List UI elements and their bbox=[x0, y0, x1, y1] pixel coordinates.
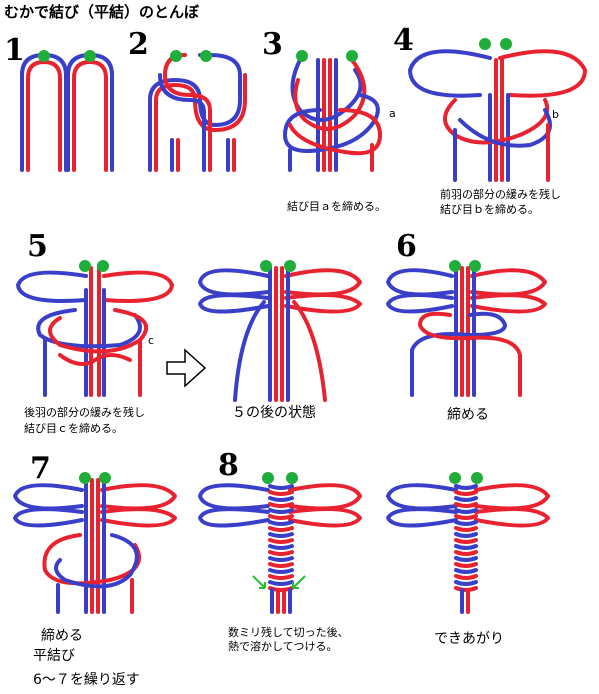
step-3-caption: 結び目ａを締める。 bbox=[287, 199, 386, 213]
braid-segment bbox=[454, 514, 478, 520]
step-5: 5 c 後羽の部分の緩みを残し 結び目ｃを締める。 bbox=[16, 229, 174, 435]
knot-marker-a: a bbox=[389, 107, 396, 120]
step-8-caption-line2: 熱で溶かしてつける。 bbox=[228, 639, 337, 653]
braid-segment bbox=[454, 520, 478, 526]
diagram-title: むかで結び（平結）のとんぼ bbox=[4, 3, 200, 21]
head-bead bbox=[346, 50, 358, 62]
step-5-number: 5 bbox=[27, 229, 48, 264]
step-5-caption-line1: 後羽の部分の緩みを残し bbox=[24, 405, 145, 419]
braid-segment bbox=[454, 490, 478, 496]
step-4: 4 b 前羽の部分の緩みを残し 結び目ｂを締める。 bbox=[393, 23, 587, 216]
step-3: 3 a 結び目ａを締める。 bbox=[262, 27, 396, 213]
step-7-caption-line2: 平結び bbox=[33, 648, 75, 664]
head-bead bbox=[262, 472, 274, 484]
head-bead bbox=[449, 260, 461, 272]
head-bead bbox=[99, 472, 111, 484]
knot-marker-b: b bbox=[552, 108, 559, 121]
braid-segment bbox=[454, 508, 478, 514]
step-6-caption: 締める bbox=[447, 406, 489, 423]
braid-segment bbox=[268, 496, 294, 502]
step-2: 2 bbox=[128, 27, 247, 172]
braid-segment bbox=[454, 586, 478, 592]
braid-segment bbox=[454, 556, 478, 562]
head-bead bbox=[479, 38, 491, 50]
braid-segment bbox=[454, 574, 478, 580]
head-bead bbox=[449, 472, 461, 484]
knot-marker-c: c bbox=[148, 334, 154, 347]
head-bead bbox=[260, 260, 272, 272]
braided-body bbox=[268, 484, 294, 592]
step-5-after: ５の後の状態 bbox=[198, 260, 362, 421]
head-bead bbox=[79, 260, 91, 272]
step-8-number: 8 bbox=[218, 448, 239, 483]
braid-segment bbox=[268, 502, 294, 508]
head-bead bbox=[284, 260, 296, 272]
braid-segment bbox=[454, 562, 478, 568]
braid-segment bbox=[268, 532, 294, 538]
step-4-caption-line1: 前羽の部分の緩みを残し bbox=[440, 187, 561, 201]
step-1-number: 1 bbox=[4, 33, 25, 68]
step-6-number: 6 bbox=[396, 229, 417, 264]
braid-segment bbox=[268, 526, 294, 532]
braid-segment bbox=[268, 580, 294, 586]
head-bead bbox=[296, 50, 308, 62]
braid-segment bbox=[268, 514, 294, 520]
step-4-caption-line2: 結び目ｂを締める。 bbox=[440, 202, 539, 216]
step-5-after-caption: ５の後の状態 bbox=[232, 405, 316, 421]
step-6: 6 締める bbox=[386, 229, 547, 423]
braid-segment bbox=[454, 484, 478, 490]
head-bead bbox=[79, 472, 91, 484]
braid-segment bbox=[268, 544, 294, 550]
head-bead bbox=[84, 50, 96, 62]
cut-point-arrow-icon bbox=[292, 575, 306, 589]
braid-segment bbox=[454, 538, 478, 544]
head-bead bbox=[469, 260, 481, 272]
braid-segment bbox=[268, 508, 294, 514]
step-7-caption-line1: 締める bbox=[41, 627, 83, 644]
head-bead bbox=[286, 472, 298, 484]
step-5-caption-line2: 結び目ｃを締める。 bbox=[24, 421, 123, 435]
braid-segment bbox=[454, 496, 478, 502]
braid-segment bbox=[268, 520, 294, 526]
braid-segment bbox=[454, 526, 478, 532]
step-7-number: 7 bbox=[30, 451, 51, 486]
braid-segment bbox=[454, 532, 478, 538]
braid-segment bbox=[268, 538, 294, 544]
cut-point-arrow-icon bbox=[252, 575, 266, 589]
braid-segment bbox=[268, 562, 294, 568]
braid-segment bbox=[268, 574, 294, 580]
next-step-arrow-icon bbox=[166, 348, 207, 388]
finished-body bbox=[454, 484, 478, 592]
braid-segment bbox=[454, 550, 478, 556]
head-bead bbox=[97, 260, 109, 272]
step-complete: できあがり bbox=[386, 472, 550, 647]
braid-segment bbox=[268, 556, 294, 562]
braid-segment bbox=[268, 568, 294, 574]
braid-segment bbox=[454, 502, 478, 508]
head-bead bbox=[200, 50, 212, 62]
step-7-caption-line3: 6～７を繰り返す bbox=[33, 672, 140, 688]
step-3-number: 3 bbox=[262, 27, 283, 62]
step-8: 8 数ミリ残して切った後、 熱で溶かしてつける。 bbox=[198, 448, 362, 653]
step-4-number: 4 bbox=[393, 23, 414, 58]
step-8-caption-line1: 数ミリ残して切った後、 bbox=[228, 625, 349, 639]
step-complete-caption: できあがり bbox=[434, 631, 504, 647]
step-1: 1 bbox=[4, 33, 114, 172]
head-bead bbox=[471, 472, 483, 484]
braid-segment bbox=[268, 490, 294, 496]
head-bead bbox=[500, 38, 512, 50]
braid-segment bbox=[454, 568, 478, 574]
braid-segment bbox=[454, 544, 478, 550]
step-7: 7 締める 平結び 6～７を繰り返す bbox=[13, 451, 177, 688]
head-bead bbox=[170, 50, 182, 62]
head-bead bbox=[38, 50, 50, 62]
braid-segment bbox=[268, 484, 294, 490]
step-2-number: 2 bbox=[128, 27, 149, 62]
braid-segment bbox=[454, 580, 478, 586]
braid-segment bbox=[268, 550, 294, 556]
